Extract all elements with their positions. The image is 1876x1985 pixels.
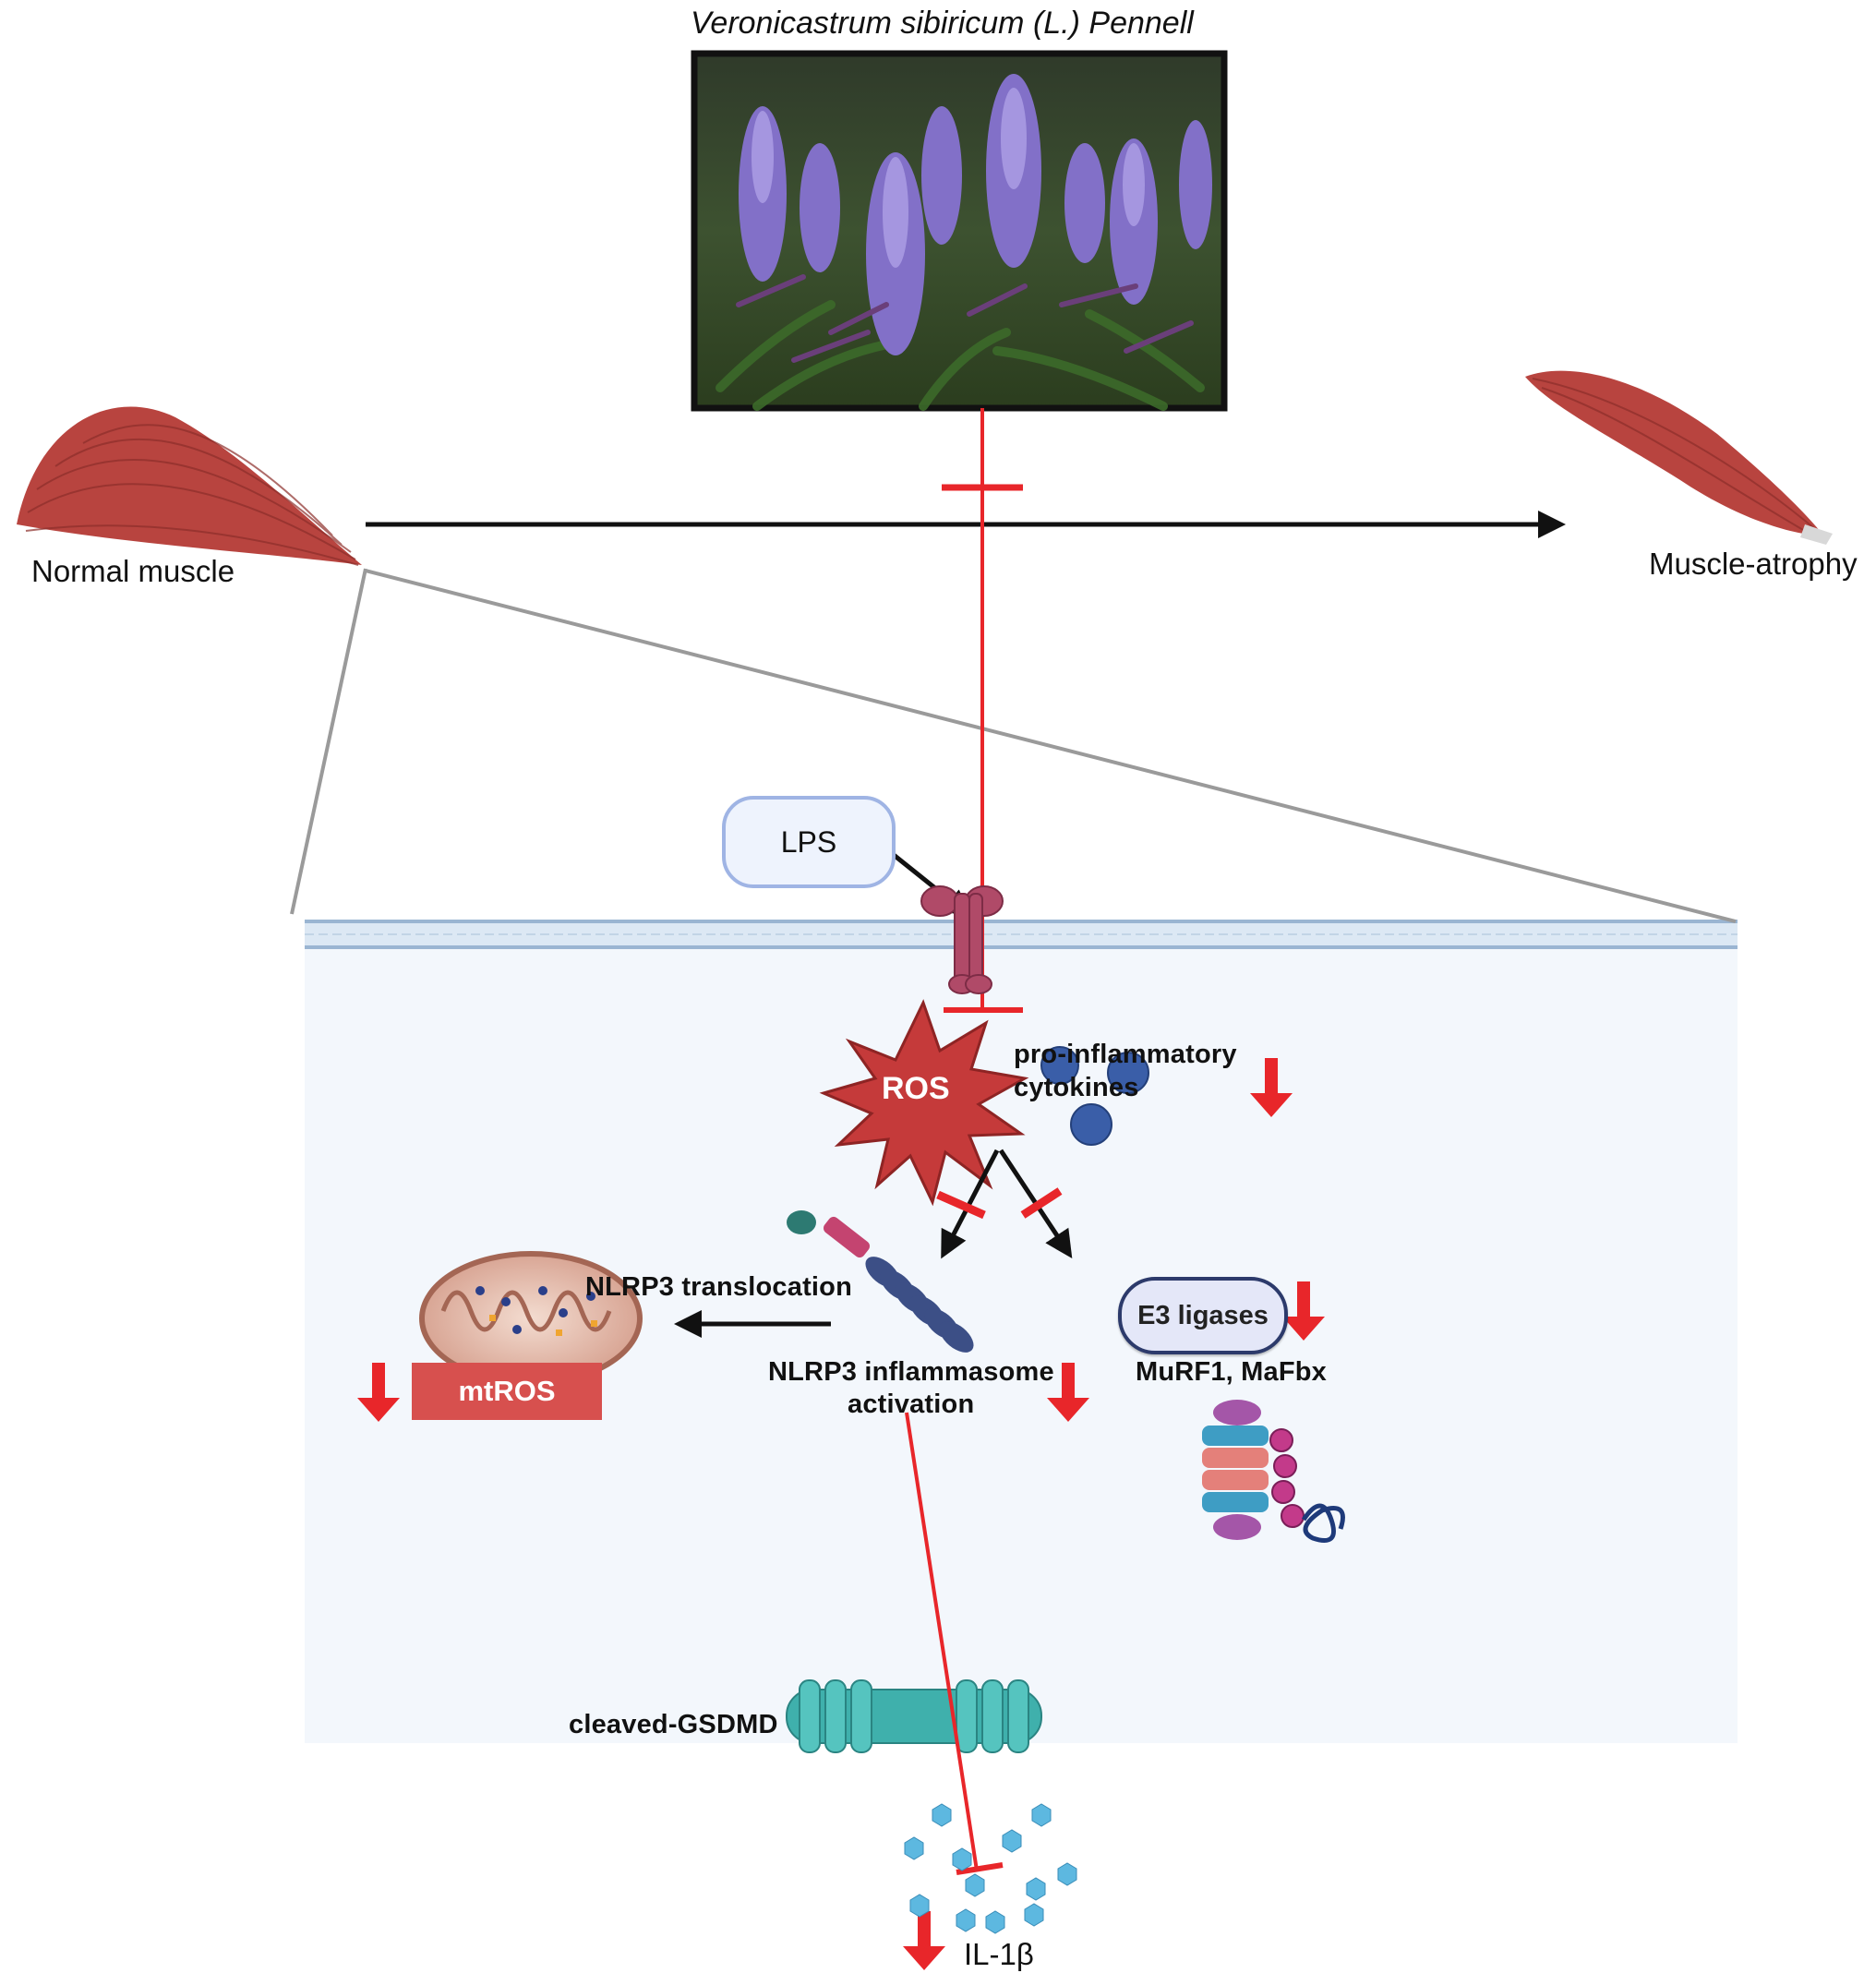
cell-membrane bbox=[305, 920, 1738, 949]
mtros-label: mtROS bbox=[458, 1375, 556, 1407]
diagram-title: Veronicastrum sibiricum (L.) Pennell bbox=[691, 6, 1194, 41]
ros-branch-arrows bbox=[941, 1149, 1073, 1259]
normal-muscle-label: Normal muscle bbox=[31, 554, 235, 588]
e3-ligases-label: E3 ligases bbox=[1137, 1300, 1269, 1330]
murf-mafbx-label: MuRF1, MaFbx bbox=[1136, 1357, 1328, 1387]
branch-inhibition-bars bbox=[936, 1187, 1063, 1220]
e3-ligases-box: E3 ligases bbox=[1118, 1277, 1288, 1354]
nlrp3-translocation-label: NLRP3 translocation bbox=[585, 1272, 853, 1302]
lps-label: LPS bbox=[780, 824, 837, 859]
gsdmd-label: cleaved-GSDMD bbox=[569, 1710, 778, 1739]
lps-box: LPS bbox=[722, 796, 896, 888]
il1b-particles bbox=[904, 1803, 1077, 1934]
cytokines-label-line2: cytokines bbox=[1014, 1073, 1139, 1102]
mitochondrion bbox=[419, 1251, 643, 1386]
nlrp3-activation-line2: activation bbox=[848, 1390, 975, 1419]
nlrp3-inflammasome bbox=[787, 1210, 974, 1353]
mtros-box: mtROS bbox=[412, 1363, 602, 1420]
il1b-inhibition-line bbox=[905, 1412, 1004, 1875]
il1b-label: IL-1β bbox=[964, 1937, 1034, 1971]
proteasome-complex bbox=[1202, 1400, 1345, 1543]
cytokine-particles bbox=[1040, 1046, 1149, 1146]
nlrp3-activation-line1: NLRP3 inflammasome bbox=[768, 1357, 1054, 1387]
zoom-lines bbox=[290, 568, 1737, 923]
decrease-arrows bbox=[357, 1058, 1325, 1970]
cytokines-label-line1: pro-inflammatory bbox=[1014, 1040, 1237, 1069]
plant-photo bbox=[691, 50, 1228, 412]
ros-label: ROS bbox=[882, 1071, 950, 1106]
normal-muscle-image bbox=[17, 406, 362, 566]
tlr4-receptor bbox=[920, 885, 1004, 994]
gsdmd-pore bbox=[786, 1679, 1042, 1753]
muscle-atrophy-label: Muscle-atrophy bbox=[1649, 547, 1858, 581]
atrophy-muscle-image bbox=[1525, 370, 1833, 545]
ros-burst bbox=[819, 999, 1029, 1207]
